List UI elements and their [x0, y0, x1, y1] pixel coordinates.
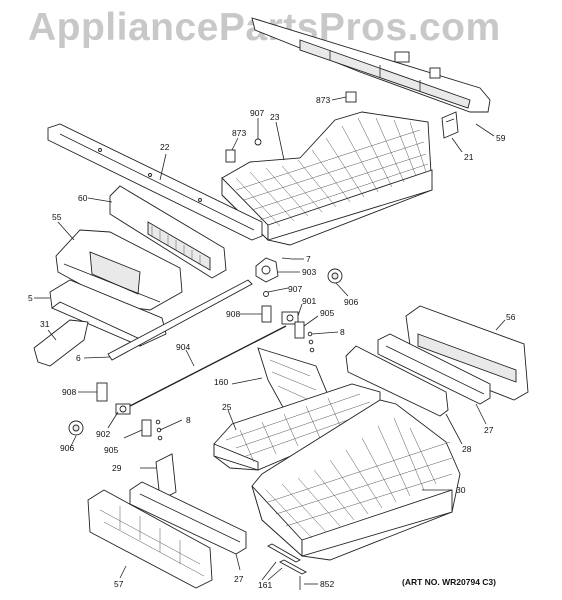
callout-161: 161: [258, 580, 272, 590]
callout-907: 907: [288, 284, 302, 294]
part-60-housing: [109, 185, 227, 279]
part-161-axles: [267, 543, 307, 575]
part-8-screws-a: [307, 331, 315, 353]
callout-908: 908: [226, 309, 240, 319]
part-55-tray-assembly: [55, 229, 183, 311]
part-22-rail: [47, 123, 263, 241]
callout-27: 27: [484, 425, 494, 435]
callout-55: 55: [52, 212, 62, 222]
callout-902: 902: [96, 429, 110, 439]
part-8-screws-b: [155, 419, 163, 441]
part-57-cover: [87, 489, 213, 589]
part-904-shaft: [129, 325, 287, 407]
callout-56: 56: [506, 312, 516, 322]
callout-22: 22: [160, 142, 170, 152]
callout-160: 160: [214, 377, 228, 387]
callout-59: 59: [496, 133, 506, 143]
art-number: (ART NO. WR20794 C3): [402, 577, 496, 587]
part-6-rod: [107, 279, 253, 361]
part-905-bracket-b: [141, 419, 152, 437]
callout-5: 5: [28, 293, 33, 303]
part-31-bracket: [33, 319, 89, 367]
callout-30: 30: [456, 485, 466, 495]
callout-905: 905: [104, 445, 118, 455]
part-873-clip-a: [345, 91, 357, 103]
callout-903: 903: [302, 267, 316, 277]
callout-904: 904: [176, 342, 190, 352]
callout-6: 6: [76, 353, 81, 363]
callout-labels: 873 59 907 23 873 21 22 60 55 7 903 907 …: [28, 95, 516, 590]
part-7-screw: [281, 257, 293, 260]
callout-905: 905: [320, 308, 334, 318]
part-28-bracket: [345, 345, 449, 417]
callout-8: 8: [340, 327, 345, 337]
callout-906: 906: [344, 297, 358, 307]
callout-60: 60: [78, 193, 88, 203]
part-59-rail: [251, 17, 491, 113]
callout-852: 852: [320, 579, 334, 589]
part-902-coupler: [115, 403, 131, 415]
callout-23: 23: [270, 112, 280, 122]
callout-27: 27: [234, 574, 244, 584]
callout-21: 21: [464, 152, 474, 162]
callout-29: 29: [112, 463, 122, 473]
part-906-gear-a: [327, 268, 343, 284]
part-30-large-basket: [251, 399, 461, 561]
callout-57: 57: [114, 579, 124, 589]
part-907-screw-b: [263, 291, 269, 297]
part-906-gear-b: [68, 420, 84, 436]
callout-908: 908: [62, 387, 76, 397]
callout-28: 28: [462, 444, 472, 454]
part-901-coupler: [281, 311, 299, 325]
part-5-pan: [49, 279, 167, 347]
part-907-screw-a: [254, 138, 262, 146]
part-29-bracket: [155, 453, 177, 501]
callout-8: 8: [186, 415, 191, 425]
callout-873: 873: [232, 128, 246, 138]
callout-25: 25: [222, 402, 232, 412]
part-873-clip-b: [225, 149, 236, 163]
leader-lines: [34, 96, 506, 585]
callout-907: 907: [250, 108, 264, 118]
part-27-slide-a: [377, 333, 491, 405]
part-908-bracket-a: [261, 305, 272, 323]
part-905-bracket-a: [294, 321, 305, 339]
part-908-bracket-b: [96, 382, 108, 402]
callout-7: 7: [306, 254, 311, 264]
part-21-bracket: [441, 111, 459, 139]
callout-873: 873: [316, 95, 330, 105]
callout-901: 901: [302, 296, 316, 306]
callout-906: 906: [60, 443, 74, 453]
callout-31: 31: [40, 319, 50, 329]
part-903-gear-housing: [255, 257, 279, 283]
